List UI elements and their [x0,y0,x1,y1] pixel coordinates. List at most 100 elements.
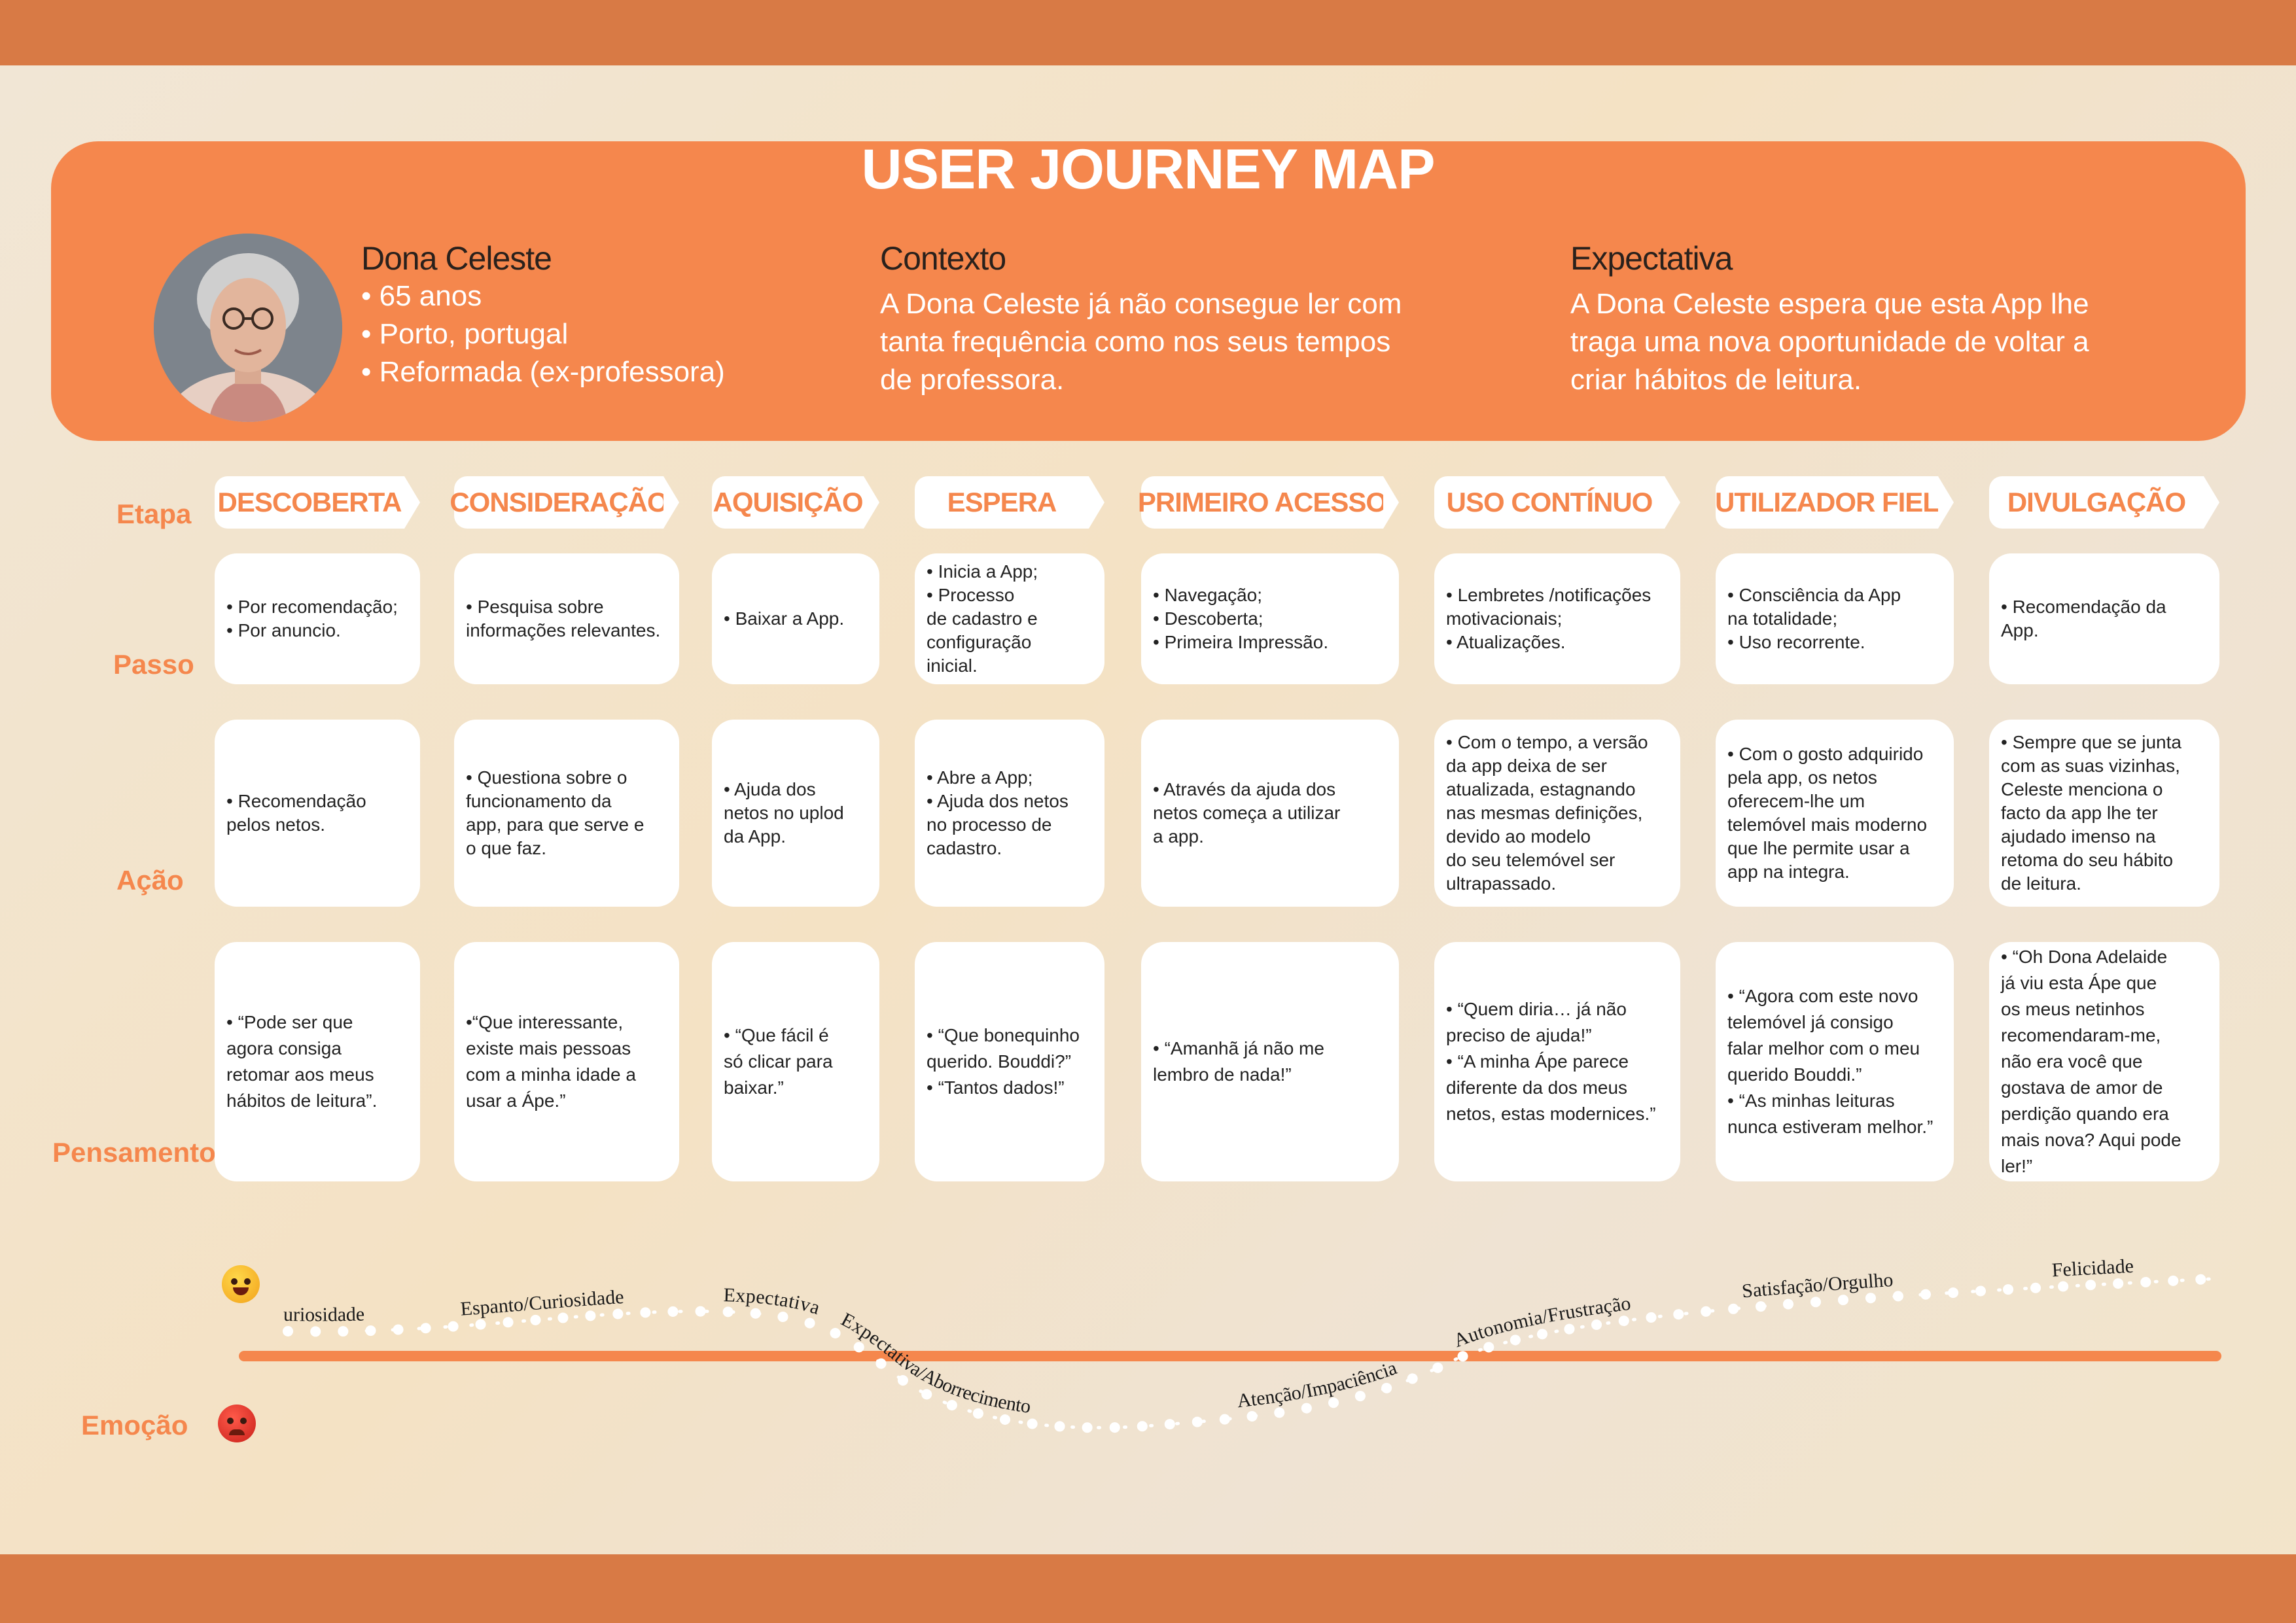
card-line: de cadastro e [927,608,1038,629]
card-line: funcionamento da [466,791,612,811]
card-line: • Com o tempo, a versão [1446,732,1648,752]
persona-portrait-icon [154,234,342,422]
expectation-block: Expectativa A Dona Celeste espera que es… [1570,239,2089,399]
acao-text: • Questiona sobre o funcionamento da app, … [466,766,644,860]
card-line: • Sempre que se junta [2001,732,2181,752]
card-line: telemóvel mais moderno [1727,814,1928,835]
stage-tab: CONSIDERAÇÃO [450,476,679,529]
card-line: de leitura. [2001,873,2081,894]
card-line: • Uso recorrente. [1727,632,1865,652]
card-line: nas mesmas definições, [1446,803,1643,823]
card-line: • “A minha Ápe parece [1446,1051,1629,1072]
card-line: • Primeira Impressão. [1153,632,1329,652]
card-line: com a minha idade a [466,1064,636,1085]
context-heading: Contexto [880,240,1006,277]
card-line: retoma do seu hábito [2001,850,2174,870]
passo-card: • Navegação;• Descoberta;• Primeira Impr… [1141,553,1399,684]
card-line: • Por anuncio. [226,620,341,640]
acao-card: • Ajuda dos netos no uplod da App. [712,720,879,907]
card-line: os meus netinhos [2001,999,2145,1019]
card-line: • Recomendação [226,791,366,811]
passo-card: • Baixar a App. [712,553,879,684]
card-line: agora consiga [226,1038,342,1058]
row-label-pensamento: Pensamento [52,1137,216,1168]
card-line: •“Que interessante, [466,1012,624,1032]
stage-tab: AQUISIÇÃO [712,476,879,529]
card-line: • Pesquisa sobre [466,597,604,617]
card-line: perdição quando era [2001,1104,2169,1124]
card-line: inicial. [927,655,978,676]
card-line: app, para que serve e [466,814,645,835]
stage-tab: DIVULGAÇÃO [1989,476,2219,529]
card-line: • “Tantos dados!” [927,1077,1065,1098]
passo-text: • Consciência da App na totalidade; • Uso … [1727,584,1901,654]
card-line: com as suas vizinhas, [2001,756,2180,776]
card-line: • Abre a App; [927,767,1033,788]
card-line: na totalidade; [1727,608,1838,629]
card-line: da App. [724,826,786,846]
emotion-label: Autonomia/Frustração [1451,1293,1632,1352]
passo-card: • Por recomendação; • Por anuncio. [215,553,420,684]
card-line: hábitos de leitura”. [226,1091,378,1111]
stage-tab: ESPERA [915,476,1104,529]
passo-text: • Navegação;• Descoberta;• Primeira Impr… [1153,584,1328,654]
card-line: ler!” [2001,1156,2033,1176]
card-line: • Descoberta; [1153,608,1263,629]
card-line: querido. Bouddi?” [927,1051,1072,1072]
card-line: • Por recomendação; [226,597,398,617]
card-line: do seu telemóvel ser [1446,850,1616,870]
acao-card: • Questiona sobre o funcionamento da app, … [454,720,679,907]
card-line: telemóvel já consigo [1727,1012,1894,1032]
passo-card: • Consciência da App na totalidade; • Uso … [1716,553,1954,684]
row-label-emocao: Emoção [81,1410,188,1440]
card-line: • “Oh Dona Adelaide [2001,947,2168,967]
expectation-line: traga uma nova oportunidade de voltar a [1570,326,2089,358]
card-line: netos, estas modernices.” [1446,1104,1656,1124]
card-line: netos no uplod [724,803,844,823]
row-label-acao: Ação [116,865,184,896]
card-line: • “Quem diria… já não [1446,999,1627,1019]
card-line: • Questiona sobre o [466,767,627,788]
expectation-heading: Expectativa [1570,240,1733,277]
card-line: querido Bouddi.” [1727,1064,1862,1085]
card-line: nunca estiveram melhor.” [1727,1117,1934,1137]
card-line: lembro de nada!” [1153,1064,1292,1085]
card-line: app na integra. [1727,862,1850,882]
stage-tab: USO CONTÍNUO [1434,476,1680,529]
card-line: facto da app lhe ter [2001,803,2158,823]
angry-face-icon [218,1405,256,1442]
card-line: • Consciência da App [1727,585,1901,605]
acao-card: • Sempre que se junta com as suas vizinha… [1989,720,2219,907]
header-panel [51,141,2246,441]
card-line: baixar.” [724,1077,784,1098]
stage-tab: PRIMEIRO ACESSO [1138,476,1399,529]
card-line: • Ajuda dos [724,779,816,799]
passo-text: • Por recomendação; • Por anuncio. [226,595,398,642]
emotion-label: Felicidade [2051,1255,2134,1282]
card-line: • Inicia a App; [927,561,1038,582]
card-line: que lhe permite usar a [1727,838,1910,858]
context-line: A Dona Celeste já não consegue ler com [880,288,1402,320]
persona-occupation: • Reformada (ex-professora) [361,356,725,388]
card-line: existe mais pessoas [466,1038,631,1058]
acao-card: • Recomendação pelos netos. [215,720,420,907]
card-line: pelos netos. [226,814,325,835]
card-line: • Com o gosto adquirido [1727,744,1924,764]
card-line: recomendaram-me, [2001,1025,2161,1045]
